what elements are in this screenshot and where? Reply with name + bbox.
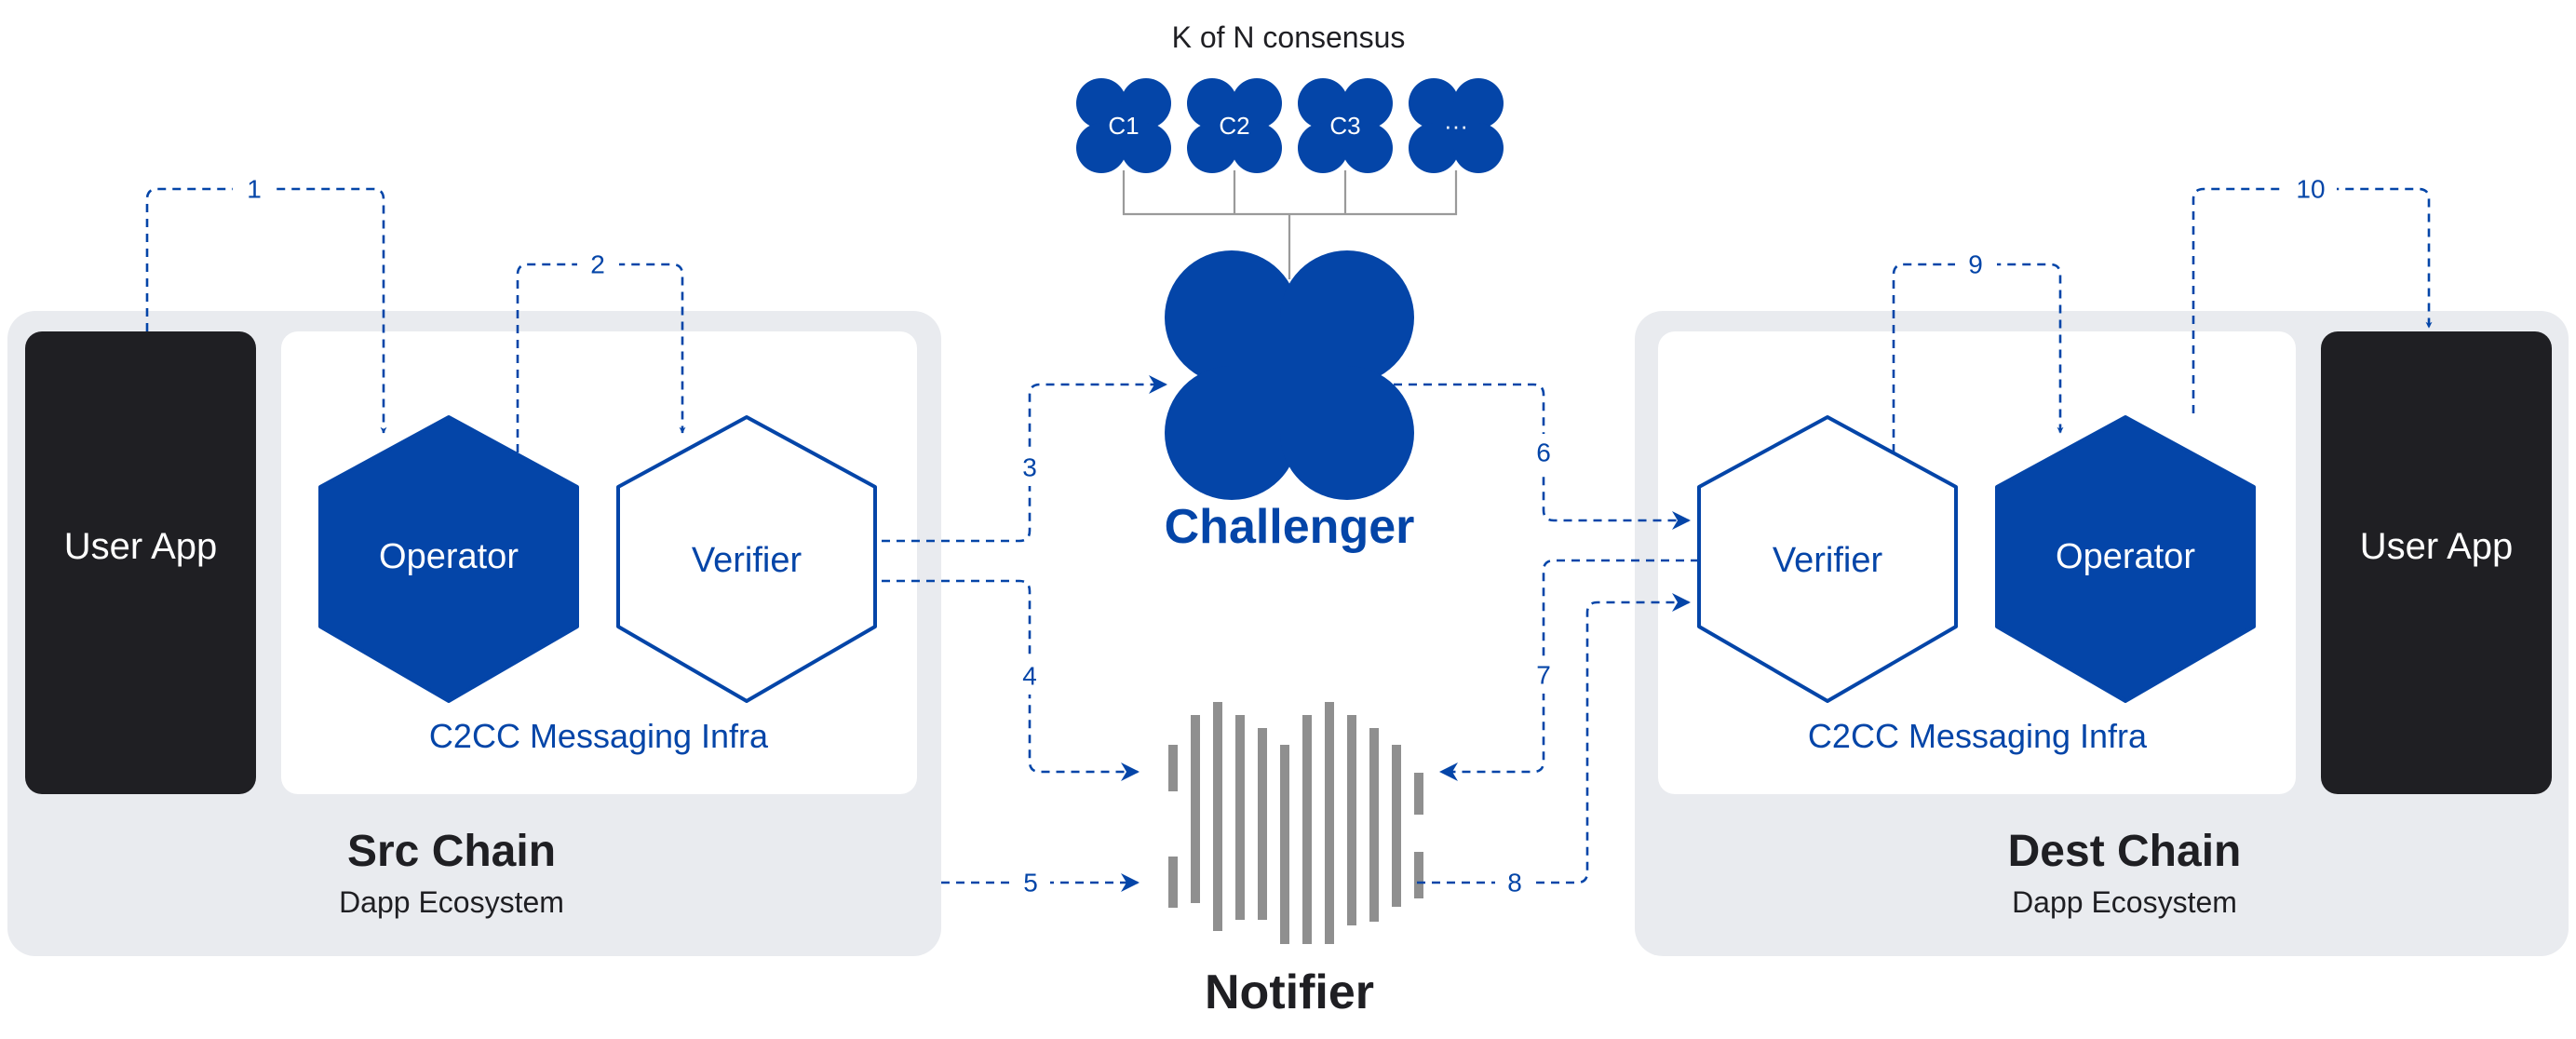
step-label-2: 2	[590, 250, 605, 279]
dest-user-app-box	[2321, 331, 2552, 794]
step-label-10: 10	[2296, 175, 2325, 204]
flow-arrow-3	[882, 375, 1167, 543]
src-verifier-label: Verifier	[692, 541, 802, 580]
consensus-node-more: ···	[1409, 78, 1504, 173]
notifier-group: Notifier	[1168, 702, 1423, 1019]
step-label-7: 7	[1536, 661, 1551, 690]
challenger-label: Challenger	[1165, 500, 1415, 554]
src-user-app-label: User App	[64, 526, 218, 567]
consensus-node-c2: C2	[1187, 78, 1282, 173]
consensus-node-label: C1	[1108, 112, 1139, 140]
consensus-node-label: C3	[1329, 112, 1360, 140]
dest-verifier-label: Verifier	[1773, 541, 1883, 580]
flow-arrow-2	[516, 263, 686, 452]
src-chain-title: Src Chain	[347, 827, 556, 876]
src-chain-panel: User App Operator Verifier C2CC Messagin…	[7, 311, 941, 956]
src-infra-label: C2CC Messaging Infra	[429, 717, 769, 755]
src-operator-hexagon	[318, 415, 579, 703]
consensus-title: K of N consensus	[1172, 20, 1406, 54]
dest-chain-title: Dest Chain	[2008, 827, 2242, 876]
consensus-node-label: ···	[1444, 112, 1468, 140]
flow-arrow-8	[1417, 593, 1691, 884]
consensus-connector-lines	[1122, 170, 1458, 279]
step-labels: 1 2 3 4 5 6 7 8 9 10	[233, 174, 2337, 899]
dest-chain-panel: User App Verifier Operator C2CC Messagin…	[1635, 311, 2569, 956]
challenger-shape	[1165, 250, 1414, 500]
notifier-bars	[1168, 702, 1423, 944]
src-verifier-hexagon	[616, 415, 877, 703]
consensus-node-label: C2	[1219, 112, 1249, 140]
consensus-node-c1: C1	[1076, 78, 1171, 173]
challenger-group: Challenger	[1165, 250, 1415, 554]
dest-verifier-hexagon	[1697, 415, 1958, 703]
src-operator-label: Operator	[379, 537, 519, 576]
consensus-group: K of N consensus C1 C2 C3 ···	[1076, 20, 1504, 279]
src-user-app-box	[25, 331, 256, 794]
flow-arrow-9	[1892, 263, 2064, 452]
dest-user-app-label: User App	[2360, 526, 2514, 567]
notifier-label: Notifier	[1205, 965, 1374, 1019]
step-label-6: 6	[1536, 439, 1551, 467]
step-label-3: 3	[1022, 453, 1037, 482]
step-label-4: 4	[1022, 662, 1037, 691]
consensus-node-c3: C3	[1298, 78, 1393, 173]
step-label-1: 1	[247, 175, 262, 204]
step-label-5: 5	[1023, 869, 1038, 897]
dest-infra-label: C2CC Messaging Infra	[1808, 717, 2148, 755]
dest-operator-hexagon	[1995, 415, 2256, 703]
step-label-9: 9	[1968, 250, 1983, 279]
dest-operator-label: Operator	[2056, 537, 2195, 576]
dest-ecosystem-label: Dapp Ecosystem	[2012, 885, 2237, 919]
src-ecosystem-label: Dapp Ecosystem	[339, 885, 564, 919]
step-label-8: 8	[1507, 869, 1522, 897]
